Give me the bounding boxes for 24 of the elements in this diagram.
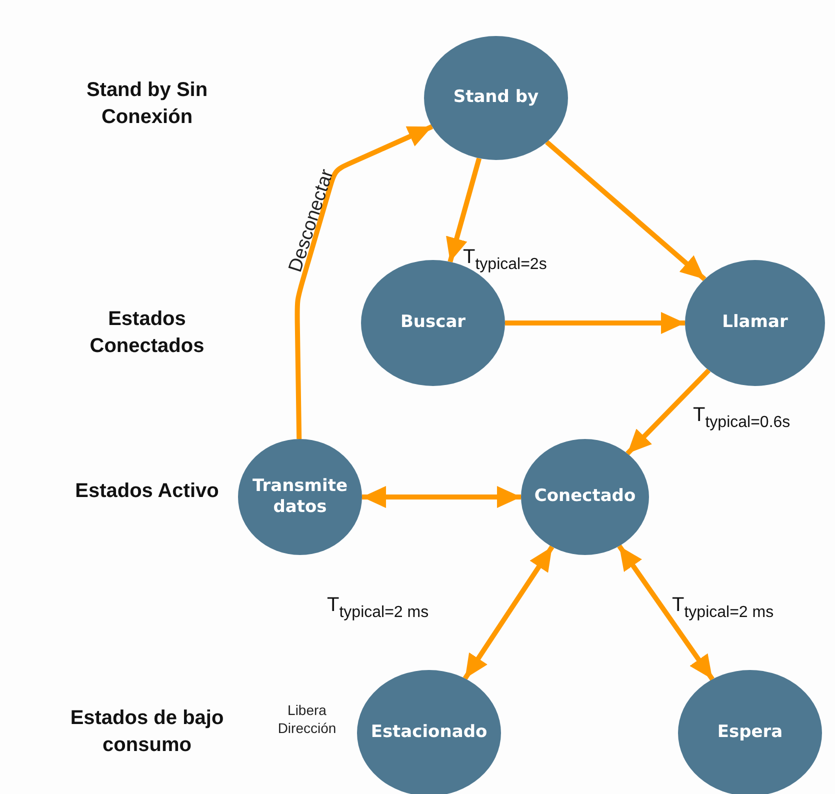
arrow [446,158,482,262]
timing-label: T$_{typical=2 ms}$ [327,594,429,622]
state-name: Llamar [721,312,789,334]
state-name: Conectado [533,486,637,508]
level-label: Estados Activo [74,479,220,504]
level-label: Stand by Sin Conexión [85,78,209,130]
level-label: Estados Conectados [88,307,206,359]
arrow [545,140,706,282]
state-name: Buscar [399,312,467,334]
state-name: Espera [716,722,784,744]
level-label: Estados de bajo consumo [69,706,225,758]
state-name: Transmite datos [251,476,348,518]
timing-label: T$_{typical=2 ms}$ [672,594,774,622]
state-name: Stand by [452,87,540,109]
state-name: Estacionado [370,722,488,744]
arrow [617,544,714,681]
arrow [626,368,711,456]
arrow [505,312,685,334]
timing-label: T$_{typical=0.6s}$ [693,404,790,432]
state-note: Libera Dirección [276,701,338,738]
timing-label: T$_{typical=2s}$ [463,246,547,274]
arrow [362,486,521,508]
arrow [462,545,554,680]
arrow [294,124,434,440]
